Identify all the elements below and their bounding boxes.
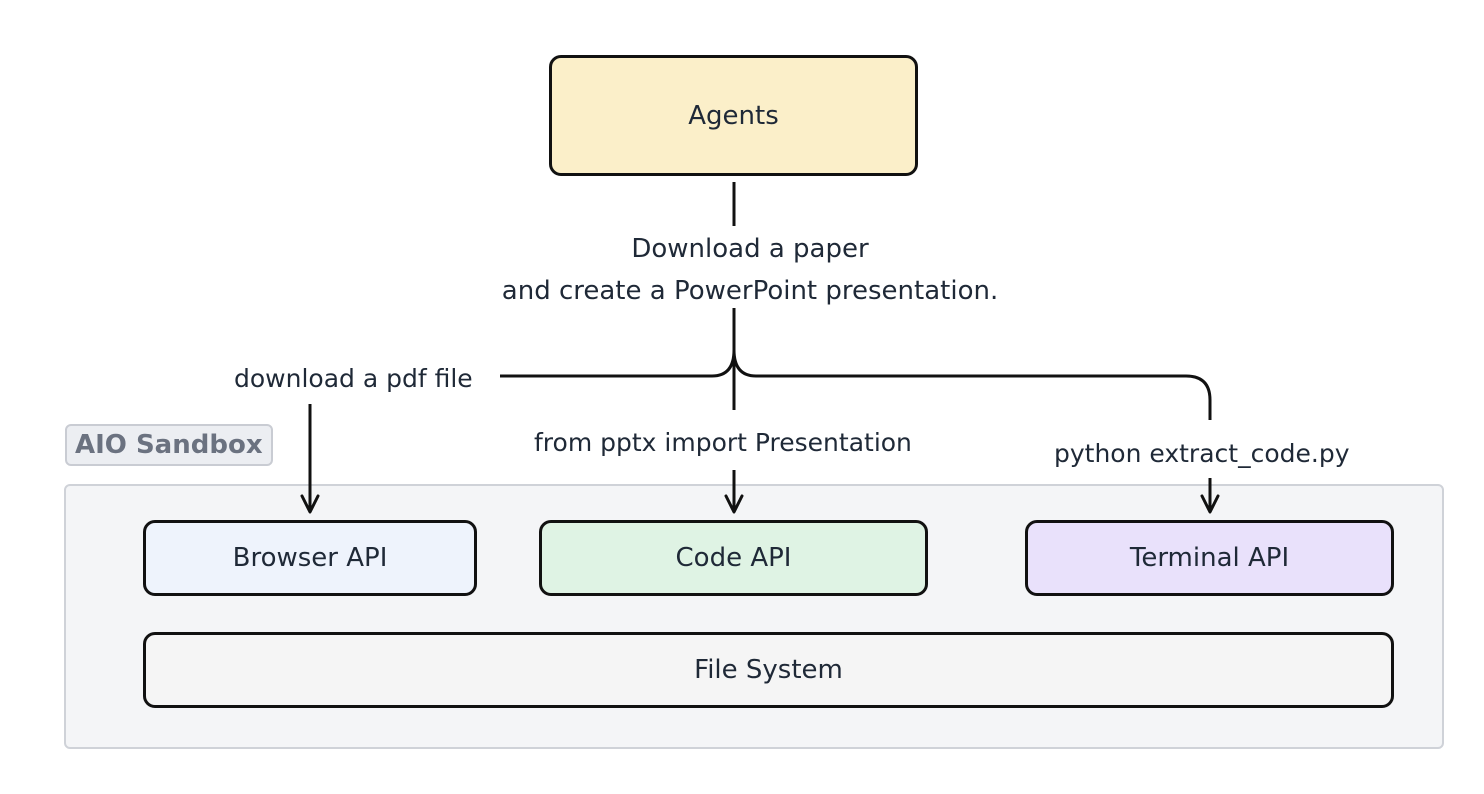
aio-sandbox-label: AIO Sandbox [65, 424, 273, 466]
terminal-api-node: Terminal API [1025, 520, 1394, 596]
code-api-label: Code API [675, 543, 792, 573]
terminal-edge-label: python extract_code.py [1054, 439, 1350, 468]
task-line-1: Download a paper [631, 234, 869, 264]
browser-branch [500, 349, 736, 378]
file-system-label: File System [694, 655, 843, 685]
browser-api-node: Browser API [143, 520, 477, 596]
terminal-api-label: Terminal API [1129, 543, 1290, 573]
file-system-node: File System [143, 632, 1394, 708]
terminal-branch [732, 349, 1212, 420]
agents-label: Agents [688, 100, 779, 131]
agents-node: Agents [549, 55, 918, 176]
browser-api-label: Browser API [232, 543, 388, 573]
task-line-2: and create a PowerPoint presentation. [501, 276, 999, 306]
code-edge-label: from pptx import Presentation [534, 428, 912, 457]
code-api-node: Code API [539, 520, 928, 596]
browser-edge-label: download a pdf file [234, 364, 473, 393]
